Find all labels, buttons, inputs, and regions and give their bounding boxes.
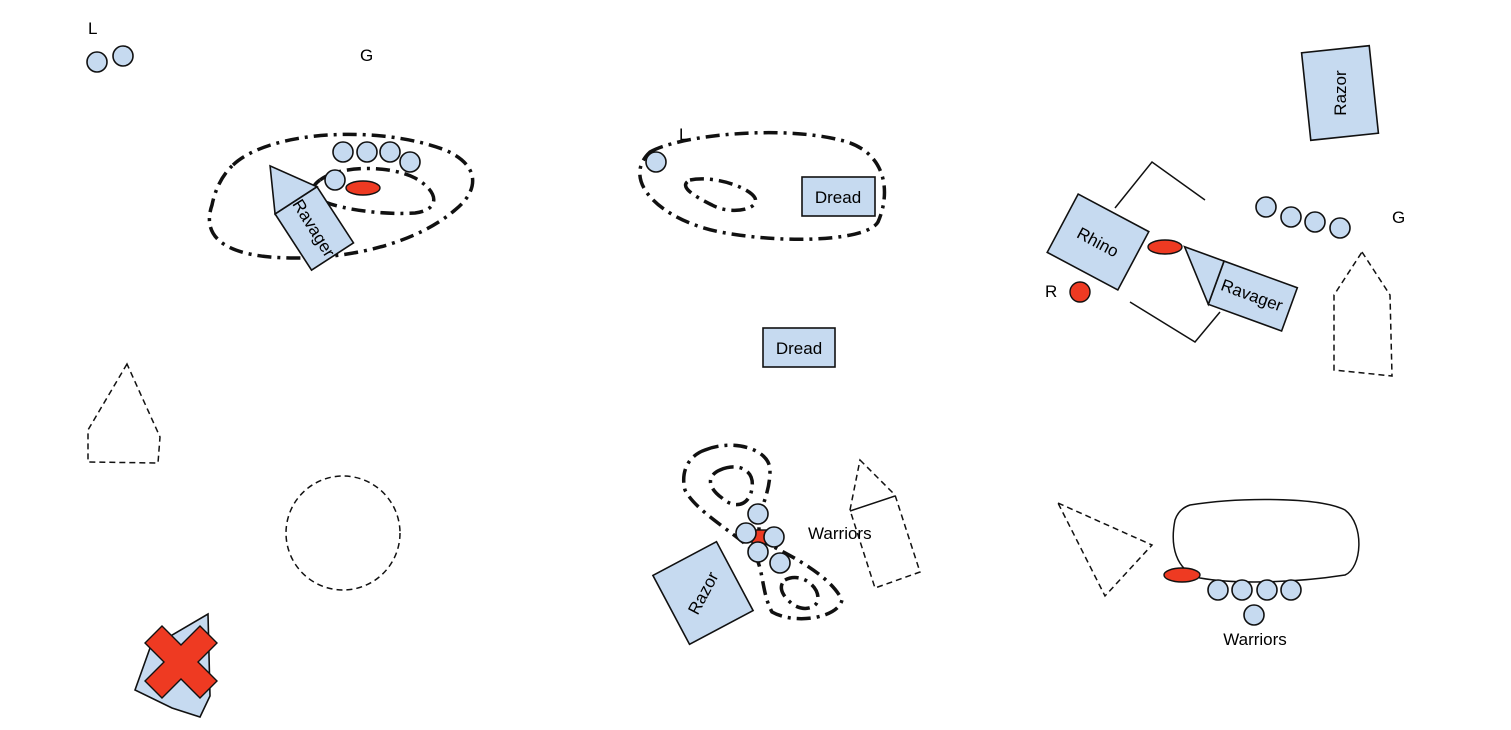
terrain-crater — [285, 475, 401, 591]
hq-marker[interactable] — [1069, 281, 1091, 303]
infantry-model[interactable] — [86, 51, 108, 73]
infantry-model[interactable] — [1329, 217, 1351, 239]
dread-top-label: Dread — [815, 188, 861, 207]
ravager-prow — [1183, 245, 1226, 307]
hq-marker[interactable] — [1147, 239, 1183, 255]
vehicle-ravager-left[interactable] — [252, 151, 355, 272]
infantry-model[interactable] — [324, 169, 346, 191]
terrain-area-right-top — [1333, 250, 1393, 377]
terrain-area-right-bottom — [1056, 501, 1154, 598]
label-R: R — [1045, 282, 1057, 301]
infantry-model[interactable] — [1256, 579, 1278, 601]
left-group-L: L — [86, 19, 134, 73]
infantry-model[interactable] — [379, 141, 401, 163]
label-L-left: L — [88, 19, 97, 38]
vehicle-ravager-right[interactable] — [1169, 245, 1299, 333]
hq-marker[interactable] — [1163, 567, 1201, 583]
label-warriors-right: Warriors — [1223, 630, 1287, 649]
vehicle-razor-right[interactable] — [1300, 44, 1380, 142]
razor-right-label: Razor — [1331, 70, 1350, 116]
terrain-outline-inner-top — [708, 465, 754, 507]
infantry-model[interactable] — [747, 503, 769, 525]
label-G-right: G — [1392, 208, 1405, 227]
dread-mid-label: Dread — [776, 339, 822, 358]
terrain-area-center — [849, 458, 921, 589]
terrain-outline-outer — [638, 130, 887, 242]
terrain-outline-inner — [683, 177, 758, 213]
terrain-ruin-center-bottom — [682, 443, 844, 621]
wall-segment — [1129, 301, 1221, 343]
terrain-outline-outer — [682, 443, 844, 621]
vehicle-dread-top[interactable]: Dread — [801, 176, 876, 217]
infantry-model[interactable] — [1280, 206, 1302, 228]
infantry-model[interactable] — [356, 141, 378, 163]
infantry-model[interactable] — [763, 526, 785, 548]
label-G-left: G — [360, 46, 373, 65]
infantry-model[interactable] — [1280, 579, 1302, 601]
hq-marker[interactable] — [345, 180, 381, 196]
infantry-model[interactable] — [747, 541, 769, 563]
infantry-model[interactable] — [735, 522, 757, 544]
center-warriors-squad — [735, 503, 791, 574]
label-warriors-center: Warriors — [808, 524, 872, 543]
dread-hull — [762, 327, 836, 368]
vehicle-razor-center[interactable] — [651, 540, 755, 646]
terrain-building — [1172, 498, 1360, 583]
rhino-hull — [1046, 193, 1150, 291]
right-unit-squad-G — [1255, 196, 1351, 239]
dread-hull — [801, 176, 876, 217]
terrain-outline-inner — [311, 166, 436, 216]
destroyed-vehicle — [134, 612, 218, 718]
label-L-center: L — [679, 125, 688, 144]
infantry-model[interactable] — [1231, 579, 1253, 601]
infantry-model[interactable] — [1243, 604, 1265, 626]
terrain-divider — [849, 495, 896, 512]
infantry-model[interactable] — [1304, 211, 1326, 233]
infantry-model[interactable] — [1207, 579, 1229, 601]
infantry-model[interactable] — [769, 552, 791, 574]
infantry-model[interactable] — [112, 45, 134, 67]
vehicle-rhino[interactable] — [1046, 193, 1150, 291]
infantry-model[interactable] — [399, 151, 421, 173]
terrain-ruin-left — [207, 132, 475, 260]
wall-segment — [1114, 160, 1206, 209]
ravager-prow — [269, 164, 319, 216]
terrain-ruin-center-top — [638, 130, 887, 242]
right-warriors-squad — [1163, 567, 1302, 626]
terrain-area-left — [87, 362, 161, 464]
left-unit-squad — [324, 141, 421, 196]
razor-hull — [1300, 44, 1380, 142]
infantry-model[interactable] — [645, 151, 667, 173]
infantry-model[interactable] — [332, 141, 354, 163]
terrain-wall-right — [1114, 160, 1221, 343]
vehicle-dread-mid[interactable]: Dread — [762, 327, 836, 368]
terrain-outline-inner-bottom — [779, 575, 820, 611]
infantry-model[interactable] — [1255, 196, 1277, 218]
razor-hull — [651, 540, 755, 646]
terrain-outline-outer — [207, 132, 475, 260]
x-mark-icon — [144, 625, 218, 699]
